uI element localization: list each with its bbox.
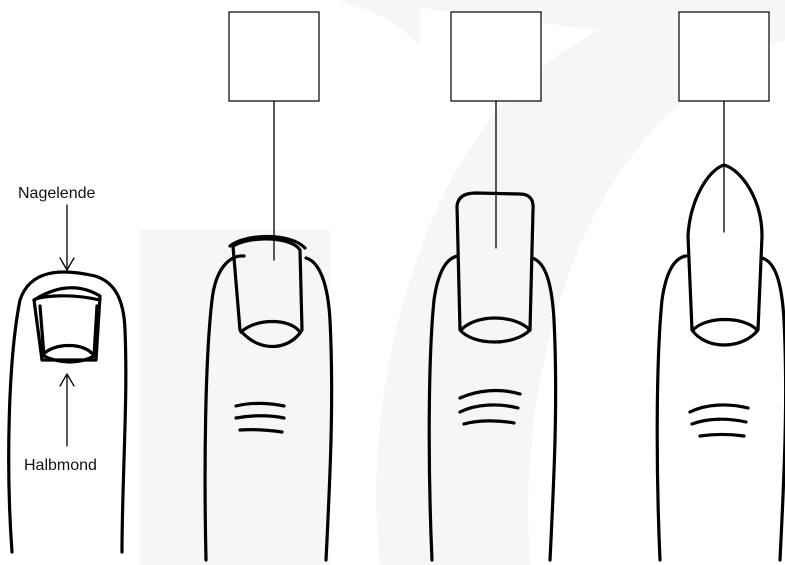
finger-3-outline: [655, 254, 785, 562]
finger-3-knuckle-1: [688, 403, 750, 414]
reference-nail-end: [32, 286, 102, 362]
finger-square-nail: [203, 11, 334, 562]
nail-end-label: Nagelende: [18, 185, 96, 202]
finger-2-nail: [455, 191, 535, 344]
answer-box-2[interactable]: [450, 11, 542, 102]
finger-2-knuckle-3: [462, 419, 516, 426]
finger-2-knuckle-2: [458, 403, 520, 414]
half-moon-label: Halbmond: [24, 457, 97, 474]
finger-2-outline: [427, 254, 558, 562]
reference-finger: [7, 270, 128, 554]
finger-1-nail-tip: [228, 234, 307, 250]
finger-1-knuckle-2: [234, 414, 286, 420]
reference-finger-outline: [7, 270, 128, 554]
finger-1-half-moon: [239, 320, 302, 334]
finger-1-outline: [203, 254, 334, 562]
half-moon-arrow-head: [59, 373, 75, 387]
finger-2-knuckle-1: [458, 388, 522, 400]
half-moon-pointer: Halbmond: [24, 373, 97, 474]
finger-almond-nail: [655, 11, 785, 562]
reference-nail-edge: [32, 294, 102, 302]
answer-box-3[interactable]: [678, 11, 770, 102]
finger-3-knuckle-2: [690, 417, 748, 426]
answer-box-1[interactable]: [228, 11, 320, 102]
finger-2-half-moon: [459, 316, 532, 332]
finger-1-nail: [231, 237, 304, 349]
finger-3-knuckle-3: [698, 432, 746, 438]
finger-1-knuckle-3: [238, 428, 284, 434]
nail-end-pointer: Nagelende: [18, 185, 96, 271]
finger-3-nail: [686, 163, 764, 347]
finger-1-knuckle-1: [234, 401, 286, 408]
reference-half-moon: [40, 344, 96, 358]
finger-3-half-moon: [691, 318, 759, 332]
finger-squoval-nail: [427, 11, 558, 562]
nail-end-arrow-head: [59, 257, 75, 271]
